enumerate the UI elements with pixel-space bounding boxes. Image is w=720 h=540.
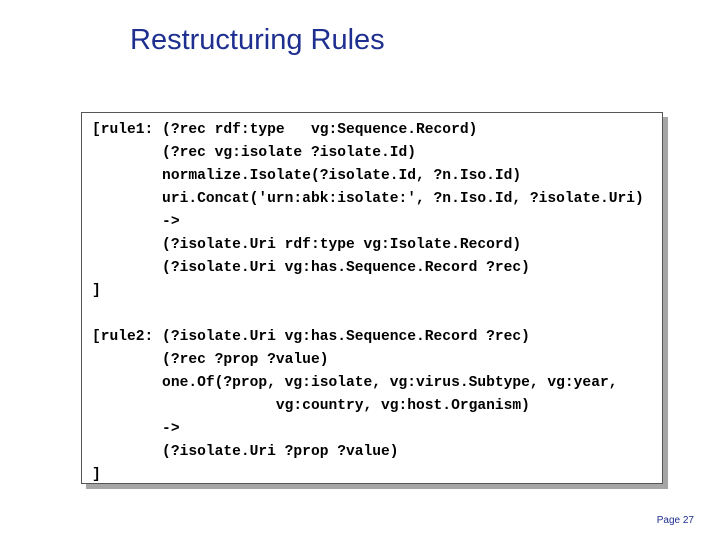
code-line: normalize.Isolate(?isolate.Id, ?n.Iso.Id… xyxy=(92,168,522,184)
code-line: (?isolate.Uri rdf:type vg:Isolate.Record… xyxy=(92,237,522,253)
code-line: (?isolate.Uri vg:has.Sequence.Record ?re… xyxy=(92,260,530,276)
code-line: (?isolate.Uri ?prop ?value) xyxy=(92,444,399,460)
code-line: one.Of(?prop, vg:isolate, vg:virus.Subty… xyxy=(92,375,618,391)
code-line: (?rec ?prop ?value) xyxy=(92,352,329,368)
page-number: Page 27 xyxy=(656,515,694,526)
code-line: [rule1: (?rec rdf:type vg:Sequence.Recor… xyxy=(92,122,478,138)
slide-title: Restructuring Rules xyxy=(130,24,385,56)
code-line: -> xyxy=(92,214,180,230)
code-line: vg:country, vg:host.Organism) xyxy=(92,398,530,414)
code-line: (?rec vg:isolate ?isolate.Id) xyxy=(92,145,417,161)
code-line: [rule2: (?isolate.Uri vg:has.Sequence.Re… xyxy=(92,329,530,345)
code-box: [rule1: (?rec rdf:type vg:Sequence.Recor… xyxy=(81,112,663,484)
code-line: uri.Concat('urn:abk:isolate:', ?n.Iso.Id… xyxy=(92,191,644,207)
code-line: ] xyxy=(92,467,101,483)
code-line: ] xyxy=(92,283,101,299)
code-line: -> xyxy=(92,421,180,437)
